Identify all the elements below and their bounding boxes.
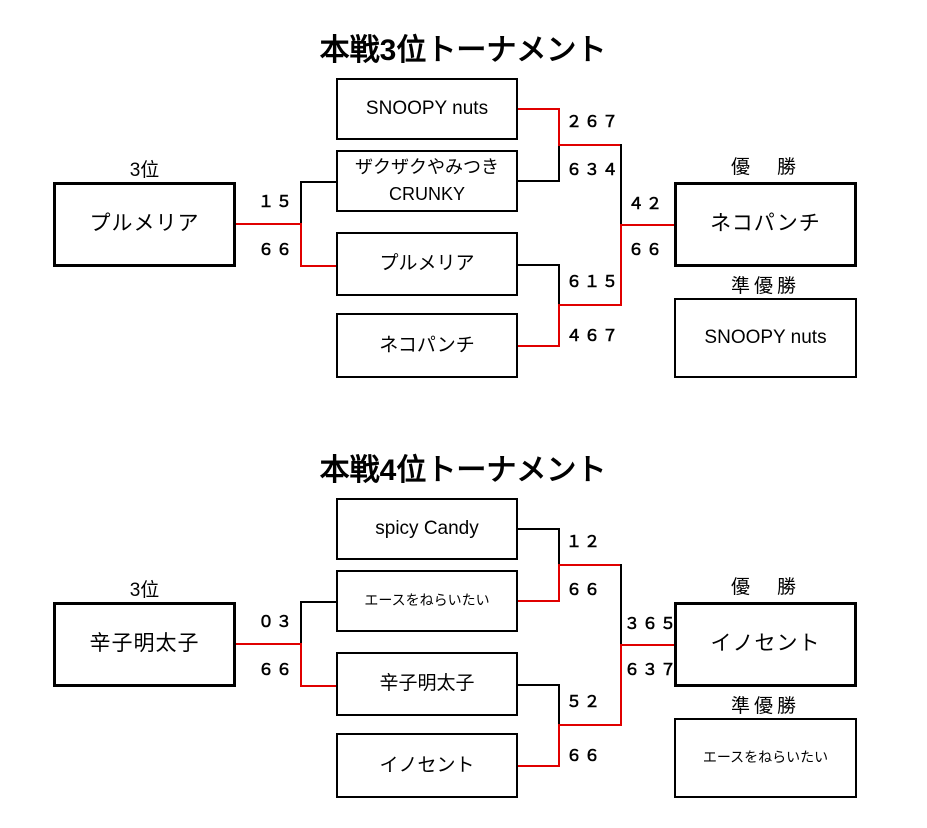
semi1-advance [558, 564, 622, 566]
first-round-box-3[interactable]: 辛子明太子 [336, 652, 518, 716]
first-round-box-4[interactable]: ネコパンチ [336, 313, 518, 378]
semi1-lead-top [518, 528, 560, 530]
seed-riser-lower [300, 223, 302, 267]
first-round-box-2[interactable]: ザクザクやみつき CRUNKY [336, 150, 518, 212]
semi2-riser-lower [558, 724, 560, 767]
final-score-top: ４２ [628, 196, 665, 213]
seed-score-top: １５ [258, 194, 295, 211]
seed-riser-upper [300, 601, 302, 645]
semi2-lead-bottom [518, 765, 560, 767]
champion-box[interactable]: ネコパンチ [674, 182, 857, 267]
champion-label: 優 勝 [730, 157, 800, 178]
seed-score-bottom: ６６ [258, 662, 295, 679]
semi2-score-top: ６１５ [566, 274, 621, 291]
semi1-riser-lower [558, 144, 560, 182]
seed-branch-to-match3 [300, 685, 338, 687]
semi1-score-top: １２ [566, 534, 603, 551]
tournament-4th-place: 本戦4位トーナメント 3位 辛子明太子 ０３ ６６ spicy Candy エー… [0, 420, 927, 828]
seed-riser-upper [300, 181, 302, 225]
semi1-lead-bottom [518, 180, 560, 182]
final-riser-lower [620, 644, 622, 726]
first-round-box-1[interactable]: SNOOPY nuts [336, 78, 518, 140]
semi2-score-bottom: ４６７ [566, 328, 621, 345]
runnerup-label: 準優勝 [730, 696, 800, 717]
semi1-advance [558, 144, 622, 146]
semi1-score-top: ２６７ [566, 114, 621, 131]
final-riser-upper [620, 564, 622, 646]
semi2-riser-lower [558, 304, 560, 347]
seed-rank-label: 3位 [129, 580, 160, 601]
semi1-score-bottom: ６３４ [566, 162, 621, 179]
seed-branch-to-match2 [300, 181, 338, 183]
seed-score-top: ０３ [258, 614, 295, 631]
runnerup-label: 準優勝 [730, 276, 800, 297]
first-round-box-2-line1: ザクザクやみつき [355, 157, 499, 177]
seed-team-box[interactable]: プルメリア [53, 182, 236, 267]
semi2-score-top: ５２ [566, 694, 603, 711]
semi1-lead-bottom [518, 600, 560, 602]
seed-riser-lower [300, 643, 302, 687]
first-round-box-4[interactable]: イノセント [336, 733, 518, 798]
final-riser-lower [620, 224, 622, 306]
runnerup-box[interactable]: エースをねらいたい [674, 718, 857, 798]
semi2-lead-top [518, 684, 560, 686]
tournament-title: 本戦4位トーナメント [319, 454, 607, 487]
final-advance [620, 644, 676, 646]
seed-connector-h [236, 643, 302, 645]
final-score-bottom: ６６ [628, 242, 665, 259]
runnerup-box[interactable]: SNOOPY nuts [674, 298, 857, 378]
seed-branch-to-match2 [300, 601, 338, 603]
semi2-score-bottom: ６６ [566, 748, 603, 765]
semi2-riser-upper [558, 684, 560, 726]
champion-label: 優 勝 [730, 577, 800, 598]
champion-box[interactable]: イノセント [674, 602, 857, 687]
seed-connector-h [236, 223, 302, 225]
semi2-lead-top [518, 264, 560, 266]
semi1-lead-top [518, 108, 560, 110]
semi1-score-bottom: ６６ [566, 582, 603, 599]
semi1-riser-lower [558, 564, 560, 602]
semi1-riser-upper [558, 528, 560, 566]
first-round-box-1[interactable]: spicy Candy [336, 498, 518, 560]
semi2-advance [558, 304, 622, 306]
final-score-top: ３６５ [624, 616, 679, 633]
semi2-advance [558, 724, 622, 726]
seed-score-bottom: ６６ [258, 242, 295, 259]
final-riser-upper [620, 144, 622, 226]
seed-rank-label: 3位 [129, 160, 160, 181]
semi2-riser-upper [558, 264, 560, 306]
tournament-3rd-place: 本戦3位トーナメント 3位 プルメリア １５ ６６ SNOOPY nuts ザク… [0, 0, 927, 400]
first-round-box-2[interactable]: エースをねらいたい [336, 570, 518, 632]
final-score-bottom: ６３７ [624, 662, 679, 679]
first-round-box-3[interactable]: プルメリア [336, 232, 518, 296]
seed-team-box[interactable]: 辛子明太子 [53, 602, 236, 687]
first-round-box-2-line2: CRUNKY [388, 184, 465, 204]
semi1-riser-upper [558, 108, 560, 146]
final-advance [620, 224, 676, 226]
semi2-lead-bottom [518, 345, 560, 347]
seed-branch-to-match3 [300, 265, 338, 267]
tournament-title: 本戦3位トーナメント [319, 34, 607, 67]
